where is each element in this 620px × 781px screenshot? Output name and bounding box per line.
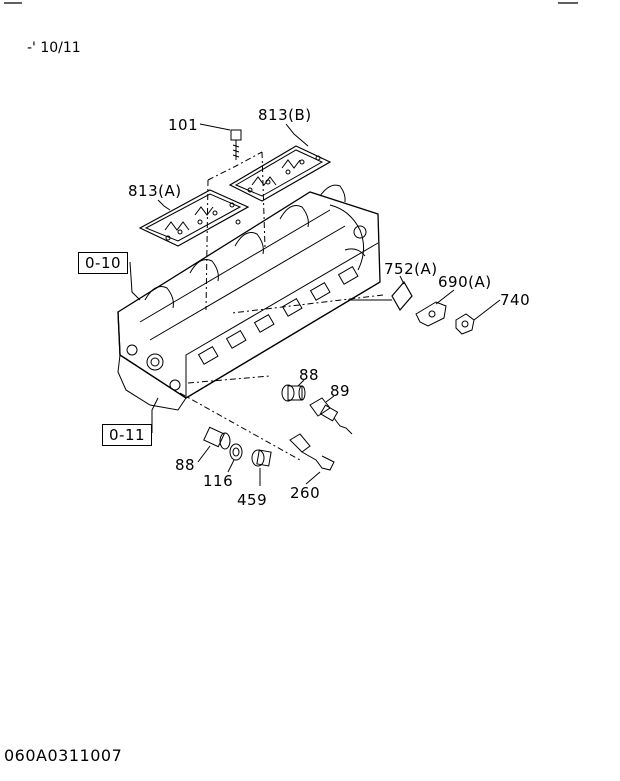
plug-88-lower bbox=[203, 426, 231, 450]
callout-459: 459 bbox=[237, 491, 268, 509]
callout-740: 740 bbox=[500, 291, 531, 309]
callout-116: 116 bbox=[203, 472, 234, 490]
part-690a bbox=[415, 301, 447, 327]
callout-690a: 690(A) bbox=[438, 273, 492, 291]
bolt-101 bbox=[230, 129, 242, 160]
callout-89: 89 bbox=[330, 382, 351, 400]
cylinder-head bbox=[117, 184, 381, 411]
assembly-lines bbox=[179, 151, 384, 461]
gasket-813b bbox=[228, 145, 332, 202]
ref-box-0-11: 0-11 bbox=[102, 424, 153, 446]
sensor-260 bbox=[289, 433, 335, 471]
ref-box-0-10: 0-10 bbox=[78, 252, 129, 274]
date-range-label: -' 10/11 bbox=[27, 40, 81, 56]
plug-88-upper bbox=[281, 384, 306, 402]
callout-813a: 813(A) bbox=[128, 182, 182, 200]
callout-88-lower: 88 bbox=[175, 456, 196, 474]
callout-813b: 813(B) bbox=[258, 106, 312, 124]
gasket-813a bbox=[138, 189, 250, 247]
plug-459 bbox=[251, 449, 272, 467]
callout-88-upper: 88 bbox=[299, 366, 320, 384]
callout-260: 260 bbox=[290, 484, 321, 502]
sensor-89 bbox=[309, 397, 353, 435]
leader-lines bbox=[129, 123, 501, 486]
washer-116 bbox=[229, 443, 243, 461]
part-740 bbox=[455, 313, 475, 335]
callout-752a: 752(A) bbox=[384, 260, 438, 278]
callout-101: 101 bbox=[168, 116, 199, 134]
part-752a bbox=[391, 280, 413, 312]
figure-code: 060A0311007 bbox=[4, 746, 123, 765]
